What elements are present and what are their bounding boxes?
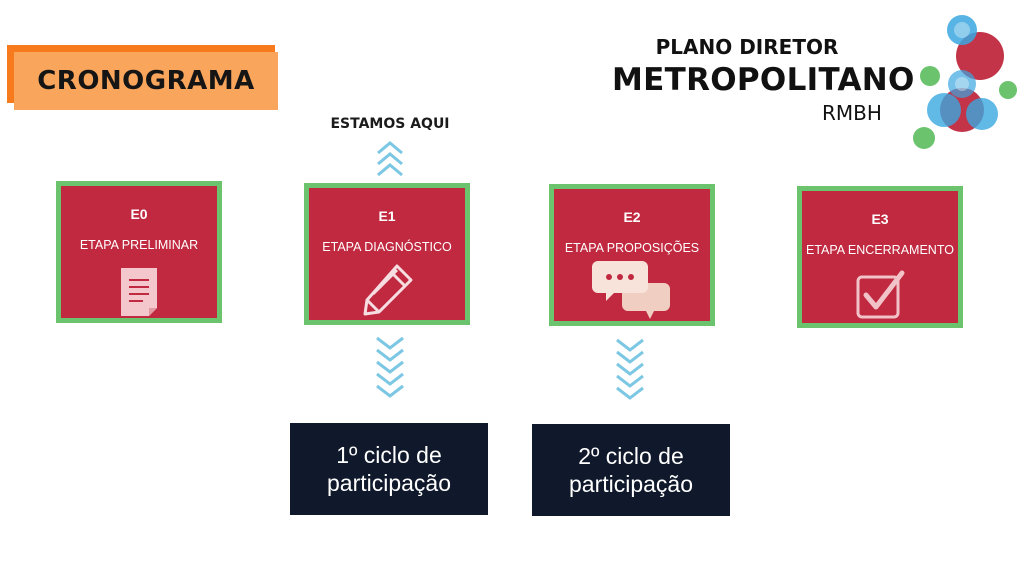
stage-name: ETAPA DIAGNÓSTICO xyxy=(322,240,452,254)
logo-circles-icon xyxy=(913,15,1017,149)
stage-name: ETAPA PROPOSIÇÕES xyxy=(564,241,700,255)
participation-cycle-1: 1º ciclo de participação xyxy=(290,423,488,515)
logo-text-line3: RMBH xyxy=(822,101,882,125)
document-icon xyxy=(121,268,157,316)
current-stage-label: ESTAMOS AQUI xyxy=(330,116,450,132)
stage-code: E3 xyxy=(871,211,889,227)
chevron-down-icon xyxy=(376,336,404,398)
stage-code: E0 xyxy=(130,206,148,222)
stage-card-e3: E3 ETAPA ENCERRAMENTO xyxy=(797,186,963,328)
stage-code: E2 xyxy=(623,209,641,225)
cycle-line2: participação xyxy=(326,470,452,496)
participation-cycle-2: 2º ciclo de participação xyxy=(532,424,730,516)
logo-text-line2: METROPOLITANO xyxy=(612,62,915,98)
chevron-up-icon xyxy=(377,141,403,177)
cycle-line1: 1º ciclo de xyxy=(336,442,442,468)
stage-card-e0: E0 ETAPA PRELIMINAR xyxy=(56,181,222,323)
stage-card-e2: E2 ETAPA PROPOSIÇÕES xyxy=(549,184,715,326)
pencil-icon xyxy=(363,264,413,316)
title-badge: CRONOGRAMA xyxy=(14,52,278,110)
cycle-line2: participação xyxy=(568,471,694,497)
cycle-line1: 2º ciclo de xyxy=(578,443,684,469)
stage-card-e1: E1 ETAPA DIAGNÓSTICO xyxy=(304,183,470,325)
stage-name: ETAPA ENCERRAMENTO xyxy=(806,243,954,257)
chevron-down-icon xyxy=(616,338,644,400)
stage-code: E1 xyxy=(378,208,396,224)
page-title: CRONOGRAMA xyxy=(37,66,255,96)
logo-text-line1: PLANO DIRETOR xyxy=(655,35,839,59)
stage-name: ETAPA PRELIMINAR xyxy=(79,238,199,252)
chat-bubbles-icon xyxy=(592,261,670,319)
checkbox-icon xyxy=(856,270,905,319)
